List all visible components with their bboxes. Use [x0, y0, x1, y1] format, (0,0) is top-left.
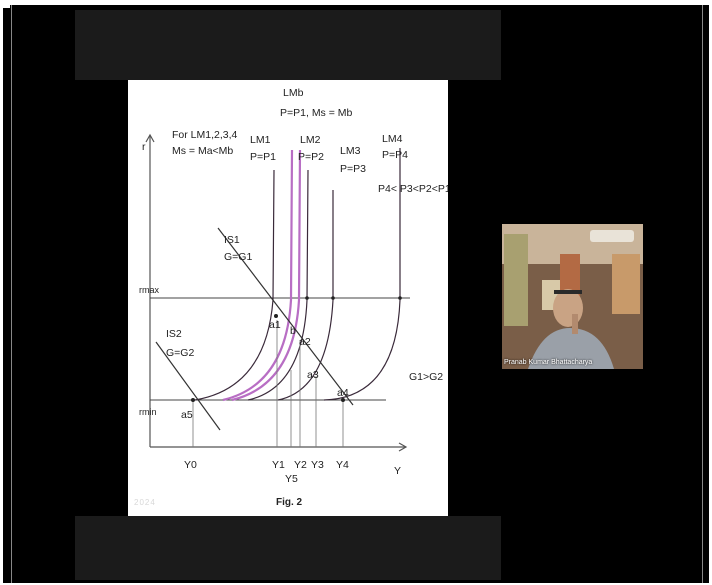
x-label-y3: Y3 [311, 459, 324, 471]
figure-caption: Fig. 2 [276, 497, 303, 508]
lm3-price: P=P3 [340, 163, 366, 175]
rmax-lm4-dot [398, 296, 402, 300]
is1-curve [217, 227, 354, 406]
lmb-curve-inner [231, 149, 302, 402]
is2-gov: G=G2 [166, 347, 195, 359]
frame-divider-right [702, 5, 703, 583]
x-label-y5: Y5 [285, 473, 298, 485]
rmin-label: rmin [139, 407, 157, 417]
for-lm-money-supply: Ms = Ma<Mb [172, 145, 234, 157]
shared-slide: r Y rmax rmin LMb P=P1, Ms = Mb For LM1,… [128, 80, 448, 516]
slide-watermark: 2024 [134, 498, 156, 507]
price-order: P4< P3<P2<P1 [378, 183, 448, 195]
rmax-lm2-dot [305, 296, 309, 300]
lm4-price: P=P4 [382, 149, 408, 161]
islm-diagram [145, 133, 410, 452]
lm1-label: LM1 [250, 134, 271, 146]
point-a5-dot [191, 398, 195, 402]
point-a5-label: a5 [181, 409, 193, 421]
point-a4-dot [341, 398, 345, 402]
lm2-label: LM2 [300, 134, 321, 146]
lmb-condition: P=P1, Ms = Mb [280, 107, 353, 119]
for-lm-heading: For LM1,2,3,4 [172, 129, 238, 141]
is2-label: IS2 [166, 328, 182, 340]
lm4-curve [323, 148, 401, 401]
frame-divider-left [11, 5, 12, 583]
rmax-label: rmax [139, 285, 159, 295]
participant-video-tile[interactable]: Pranab Kumar Bhattacharya [502, 224, 643, 369]
corner-marker [0, 0, 10, 8]
r-axis-arrow [145, 133, 155, 143]
point-a3-label: a3 [307, 369, 319, 381]
participant-name: Pranab Kumar Bhattacharya [504, 359, 593, 366]
x-label-y1: Y1 [272, 459, 285, 471]
x-label-y4: Y4 [336, 459, 349, 471]
rmax-lm3-dot [331, 296, 335, 300]
lm2-price: P=P2 [298, 151, 324, 163]
lm4-label: LM4 [382, 133, 403, 145]
point-b-label: b [290, 325, 296, 337]
lm1-price: P=P1 [250, 151, 276, 163]
letterbox-bottom [75, 516, 501, 580]
lm3-label: LM3 [340, 145, 361, 157]
axis-r-label: r [142, 141, 146, 153]
point-a1-label: a1 [269, 319, 281, 331]
axis-y-label: Y [394, 465, 402, 477]
participant-video-feed [502, 224, 643, 369]
is2-curve [155, 341, 221, 431]
lm1-curve [194, 169, 275, 401]
x-label-y0: Y0 [184, 459, 197, 471]
y-axis-arrow [398, 442, 408, 452]
lmb-title: LMb [283, 87, 304, 99]
is1-gov: G=G1 [224, 251, 253, 263]
letterbox-top [75, 10, 501, 80]
point-a2-label: a2 [299, 336, 311, 348]
lm2-curve [247, 169, 309, 401]
point-a4-label: a4 [337, 387, 349, 399]
lm3-curve [277, 190, 334, 401]
is1-label: IS1 [224, 234, 240, 246]
g-compare: G1>G2 [409, 371, 444, 383]
lmb-curve-outer [222, 149, 294, 402]
x-label-y2: Y2 [294, 459, 307, 471]
point-a1-dot [274, 314, 278, 318]
